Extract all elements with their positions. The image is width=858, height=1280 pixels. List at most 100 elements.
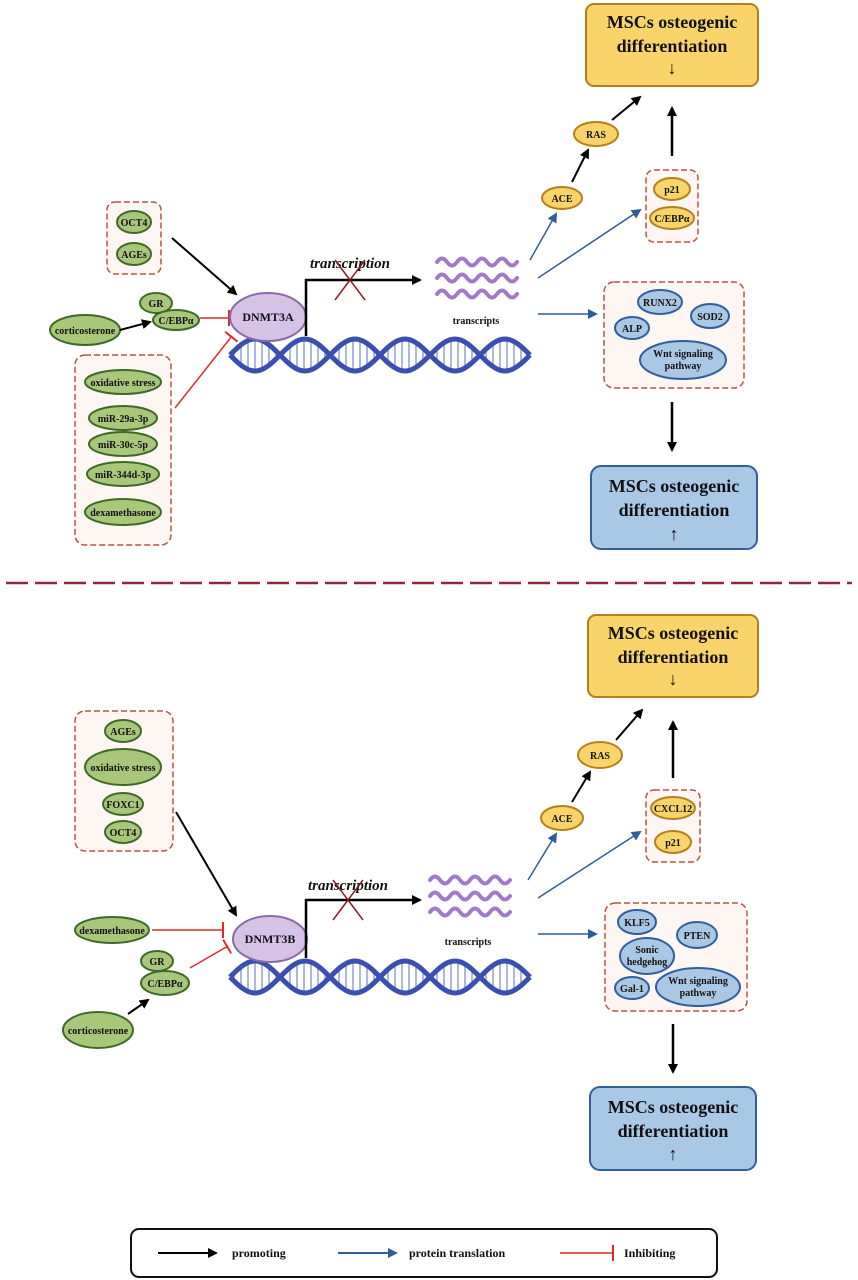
svg-text:KLF5: KLF5 (624, 918, 650, 929)
top-promote-arrow (171, 237, 238, 296)
svg-text:ALP: ALP (622, 324, 642, 335)
bottom-gal1-node: Gal-1 (614, 976, 650, 1000)
legend-inhibiting-label: Inhibiting (624, 1246, 675, 1260)
top-gr-node: GR (139, 292, 173, 314)
bottom-cebpa-node: C/EBPα (140, 970, 190, 996)
bottom-ace-arrow (527, 832, 558, 881)
bottom-cebpa-inhibit (189, 939, 233, 969)
top-corticosterone-node: corticosterone (49, 314, 121, 346)
top-panel: MSCs osteogenic differentiation ↓ OCT4 A… (49, 3, 759, 550)
transcript-wave (428, 874, 512, 886)
outcome-title: MSCs osteogenic (607, 12, 737, 32)
top-yellowbox-arrow (537, 208, 642, 279)
bottom-cross-line-2 (332, 879, 364, 921)
transcript-wave (428, 906, 512, 918)
top-ages-node: AGEs (116, 242, 152, 266)
top-oct4-node: OCT4 (116, 210, 152, 234)
svg-text:MSCs osteogenic: MSCs osteogenic (609, 476, 739, 496)
bottom-cortico-arrow (127, 998, 150, 1015)
svg-text:OCT4: OCT4 (110, 828, 137, 839)
bottom-ages-node: AGEs (104, 719, 142, 743)
top-cross-line-2 (334, 259, 366, 301)
svg-text:RUNX2: RUNX2 (643, 298, 677, 309)
svg-text:differentiation: differentiation (618, 647, 729, 667)
svg-text:FOXC1: FOXC1 (106, 800, 139, 811)
top-transcripts-label: transcripts (453, 316, 500, 327)
bottom-ras-node: RAS (577, 741, 623, 769)
bottom-dna-helix (228, 958, 532, 996)
svg-text:AGEs: AGEs (121, 250, 147, 261)
top-p21-node: p21 (653, 177, 691, 201)
svg-text:differentiation: differentiation (618, 1121, 729, 1141)
top-ace-arrow (529, 212, 557, 261)
top-transcription-arrow (304, 275, 422, 336)
svg-text:AGEs: AGEs (110, 727, 136, 738)
svg-text:dexamethasone: dexamethasone (90, 508, 156, 519)
down-arrow-glyph: ↓ (668, 58, 677, 78)
bottom-outcome-up-box: MSCs osteogenic differentiation ↑ (589, 1086, 757, 1171)
svg-text:pathway: pathway (665, 361, 702, 372)
top-dexamethasone-node: dexamethasone (84, 498, 162, 526)
top-dnmt3a-node: DNMT3A (229, 292, 307, 342)
svg-text:MSCs osteogenic: MSCs osteogenic (608, 623, 738, 643)
svg-text:corticosterone: corticosterone (55, 326, 116, 337)
bottom-sonic-hedgehog-node: Sonic hedgehog (619, 937, 675, 975)
svg-text:Wnt signaling: Wnt signaling (653, 349, 713, 360)
svg-text:RAS: RAS (590, 751, 610, 762)
bottom-dnmt3b-node: DNMT3B (232, 915, 308, 963)
svg-text:Wnt signaling: Wnt signaling (668, 976, 728, 987)
top-ras-outcome-arrow (611, 95, 642, 121)
svg-text:PTEN: PTEN (684, 931, 711, 942)
up-arrow-glyph: ↑ (669, 1144, 678, 1164)
bottom-dexamethasone-node: dexamethasone (74, 916, 150, 944)
top-transcripts-icon (435, 256, 519, 300)
svg-text:CXCL12: CXCL12 (654, 804, 692, 815)
transcript-wave (435, 272, 519, 284)
bottom-ace-node: ACE (540, 805, 584, 831)
top-ras-arrow (571, 148, 589, 183)
legend-promoting-label: promoting (232, 1246, 286, 1260)
top-inhibitor-inhibit (174, 331, 239, 409)
svg-text:GR: GR (150, 957, 166, 968)
bottom-promote-arrow (175, 811, 238, 917)
bottom-cxcl12-node: CXCL12 (650, 796, 696, 820)
svg-text:ACE: ACE (551, 194, 572, 205)
bottom-yellowbox-arrow (537, 830, 642, 899)
svg-text:MSCs osteogenic: MSCs osteogenic (608, 1097, 738, 1117)
top-oxidative-stress-node: oxidative stress (84, 369, 162, 395)
svg-text:miR-30c-5p: miR-30c-5p (98, 440, 148, 451)
transcript-wave (428, 890, 512, 902)
legend: promoting protein translation Inhibiting (130, 1228, 718, 1278)
bottom-transcription-label: transcription (308, 878, 388, 894)
top-transcription-label: transcription (310, 256, 390, 272)
bottom-klf5-node: KLF5 (617, 909, 657, 935)
bottom-ras-outcome-arrow (615, 708, 644, 741)
top-mir344d-node: miR-344d-3p (86, 461, 160, 487)
svg-text:Gal-1: Gal-1 (620, 984, 644, 995)
bottom-panel: MSCs osteogenic differentiation ↓ AGEs o… (62, 614, 759, 1171)
svg-text:SOD2: SOD2 (697, 312, 723, 323)
top-alp-node: ALP (614, 316, 650, 340)
top-cebpa-node: C/EBPα (152, 309, 200, 331)
svg-text:pathway: pathway (680, 988, 717, 999)
dna-strand (228, 336, 532, 374)
svg-text:Sonic: Sonic (635, 945, 659, 956)
top-cebpa-yellow-node: C/EBPα (649, 206, 695, 230)
svg-text:dexamethasone: dexamethasone (79, 926, 145, 937)
top-ace-node: ACE (541, 186, 583, 210)
top-outcome-down-box: MSCs osteogenic differentiation ↓ (585, 3, 759, 87)
top-dna-helix (228, 336, 532, 374)
top-mir30c-node: miR-30c-5p (88, 431, 158, 457)
bottom-oct4-node: OCT4 (104, 820, 142, 844)
top-sod2-node: SOD2 (690, 303, 730, 329)
svg-text:oxidative stress: oxidative stress (90, 378, 155, 389)
bottom-gr-node: GR (140, 950, 174, 972)
bottom-p21-node: p21 (654, 830, 692, 854)
svg-text:C/EBPα: C/EBPα (654, 214, 689, 225)
top-mir29a-node: miR-29a-3p (88, 405, 158, 431)
bottom-pten-node: PTEN (676, 921, 718, 949)
svg-text:differentiation: differentiation (619, 500, 730, 520)
bottom-corticosterone-node: corticosterone (62, 1011, 134, 1049)
svg-text:miR-344d-3p: miR-344d-3p (95, 470, 152, 481)
